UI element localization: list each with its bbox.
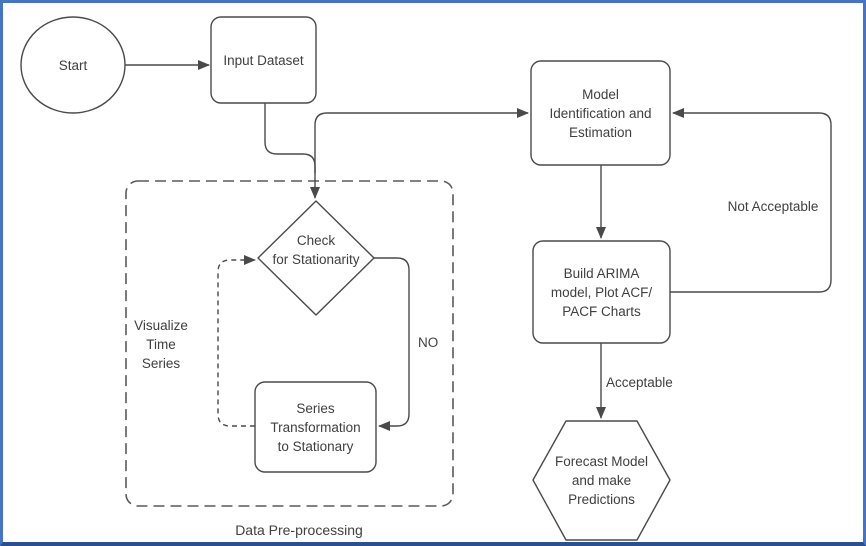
edge-input-to-model-identification: [314, 108, 529, 173]
visualize-time-series-label: Visualize Time Series: [134, 318, 188, 371]
model-identification-node-label: Model Identification and Estimation: [549, 86, 652, 140]
build-arima-node-shape: [532, 240, 671, 344]
data-preprocessing-caption: Data Pre-processing: [235, 522, 363, 538]
check-stationarity-node-label: Check for Stationarity: [272, 233, 360, 267]
edge-arima-to-model-feedback: [670, 108, 832, 293]
edge-label-no: NO: [418, 334, 439, 350]
flowchart-graphics: [20, 16, 832, 541]
input-dataset-node-shape: [210, 16, 317, 104]
start-node-label: Start: [58, 57, 88, 73]
edge-check-to-series-no: [374, 257, 410, 431]
series-transformation-node-shape: [254, 381, 377, 473]
data-preprocessing-group-box: [125, 180, 454, 507]
edge-series-to-check-dashed: [217, 255, 256, 427]
edge-label-acceptable: Acceptable: [606, 374, 673, 390]
model-identification-node-shape: [530, 60, 671, 166]
start-node-shape: [20, 16, 126, 114]
check-stationarity-diamond-shape: [257, 200, 375, 316]
forecast-hexagon-shape: [532, 420, 671, 541]
edge-input-to-check: [264, 103, 320, 199]
edge-label-not-acceptable: Not Acceptable: [727, 198, 819, 214]
input-dataset-node-label: Input Dataset: [223, 52, 304, 68]
forecast-node-label: Forecast Model and make Predictions: [554, 454, 649, 507]
build-arima-node-label: Build ARIMA model, Plot ACF/ PACF Charts: [550, 265, 653, 319]
series-transformation-node-label: Series Transformation to Stationary: [270, 400, 361, 454]
